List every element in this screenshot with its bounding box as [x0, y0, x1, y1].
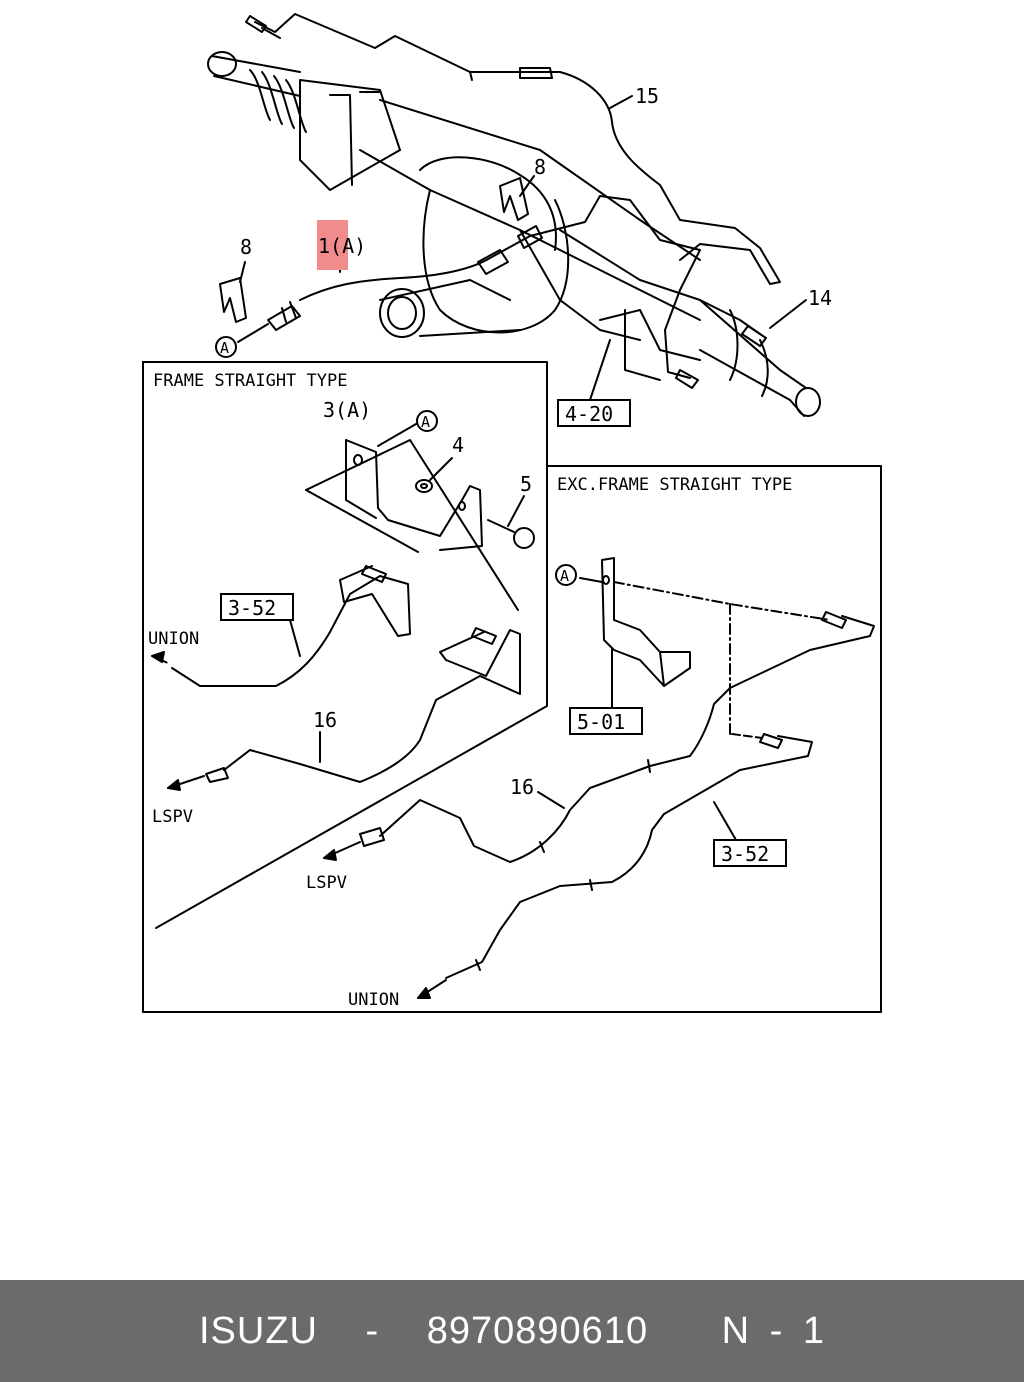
label-part-4: 4 [452, 433, 464, 457]
exc-frame-title: EXC.FRAME STRAIGHT TYPE [557, 475, 792, 495]
footer-brand: ISUZU [198, 1309, 318, 1352]
pipe-14 [529, 195, 767, 389]
frame-straight-box [142, 361, 548, 929]
label-union-frame: UNION [148, 629, 199, 649]
label-ref-4-20: 4-20 [565, 402, 613, 426]
clip-8-left [219, 277, 247, 323]
label-part-8-top: 8 [534, 155, 546, 179]
footer-separator: - [365, 1309, 380, 1352]
label-part-15: 15 [635, 84, 659, 108]
footer-part-number: 8970890610 [426, 1309, 649, 1352]
label-part-3a: 3(A) [323, 398, 371, 422]
label-ref-3-52-frame: 3-52 [228, 596, 276, 620]
label-union-exc: UNION [348, 990, 399, 1010]
nut-4 [415, 479, 433, 493]
bolt-5 [487, 519, 535, 549]
pipe-16-frame [205, 627, 521, 783]
label-part-16-frame: 16 [313, 708, 337, 732]
label-lspv-exc: LSPV [306, 873, 347, 893]
pipe-15 [245, 13, 781, 285]
label-ref-a-main: A [220, 339, 229, 357]
bracket-3a [305, 439, 519, 611]
label-lspv-frame: LSPV [152, 807, 193, 827]
label-ref-5-01: 5-01 [577, 710, 625, 734]
pipe-3-52-exc [445, 733, 813, 979]
pipe-3-52-frame [151, 565, 411, 687]
axle-housing [207, 51, 821, 417]
clip-8-top [499, 177, 529, 221]
label-part-5: 5 [520, 472, 532, 496]
footer-bar: ISUZU - 8970890610 N - 1 [0, 1280, 1024, 1382]
label-ref-a-frame: A [421, 413, 430, 431]
highlight-1a [317, 220, 348, 270]
label-part-1a: 1(A) [318, 234, 366, 258]
label-part-8-left: 8 [240, 235, 252, 259]
brake-hose-1a [267, 225, 543, 331]
label-part-16-exc: 16 [510, 775, 534, 799]
label-ref-a-exc: A [560, 567, 569, 585]
label-ref-3-52-exc: 3-52 [721, 842, 769, 866]
footer-suffix: N - 1 [721, 1309, 826, 1352]
bracket-5-01 [601, 557, 691, 687]
frame-straight-title: FRAME STRAIGHT TYPE [153, 371, 347, 391]
brake-line-diagram: 1(A) 8 8 15 14 4-20 A FRAME STRAIGHT TYP… [142, 13, 882, 1013]
pipe-16-exc [359, 611, 875, 863]
label-part-14: 14 [808, 286, 832, 310]
footer-caption: ISUZU - 8970890610 N - 1 [185, 1310, 839, 1353]
